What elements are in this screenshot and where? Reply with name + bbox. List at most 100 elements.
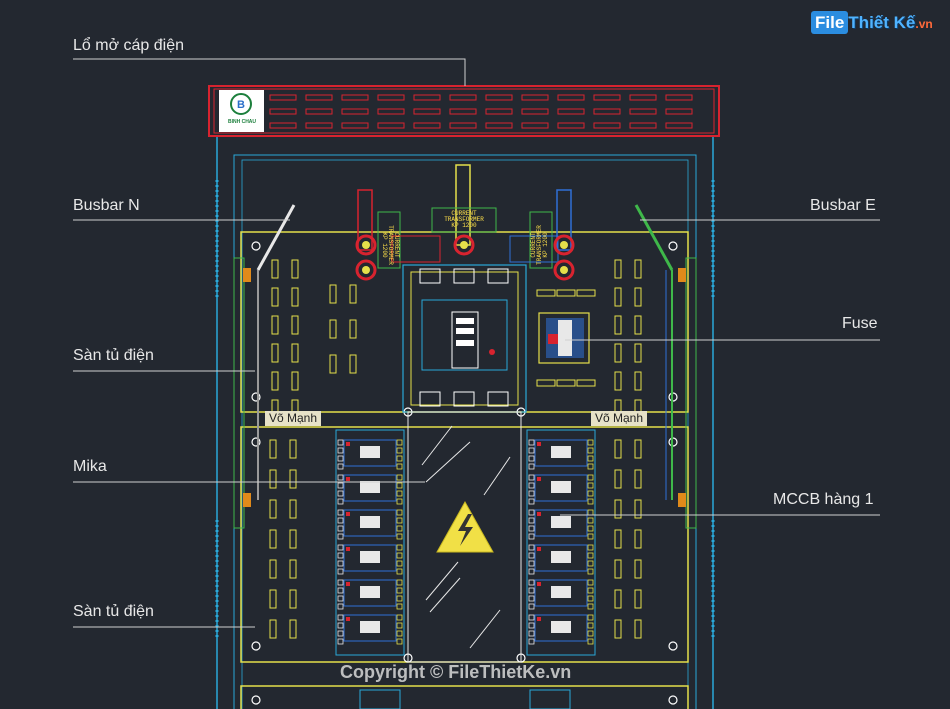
- mccb-terminal: [396, 595, 403, 602]
- mccb-indicator: [346, 512, 350, 516]
- mccb-indicator: [346, 547, 350, 551]
- mccb-terminal: [587, 638, 594, 645]
- mccb-terminal: [337, 552, 344, 559]
- mounting-hole: [668, 641, 678, 651]
- mccb-indicator: [537, 512, 541, 516]
- vent-slot: [593, 108, 621, 115]
- mccb-terminal: [528, 614, 535, 621]
- callout-panel-floor-2: Sàn tủ điện: [73, 603, 154, 620]
- mccb-terminal: [587, 498, 594, 505]
- slot: [269, 529, 277, 549]
- slot: [289, 589, 297, 609]
- mccb-terminal: [337, 439, 344, 446]
- slot: [349, 319, 357, 339]
- terminal-lugs: [355, 234, 575, 281]
- watermark-domain: .vn: [915, 17, 933, 31]
- slot: [291, 259, 299, 279]
- mccb-breaker: [343, 509, 397, 537]
- mccb-terminal: [528, 482, 535, 489]
- slot: [269, 589, 277, 609]
- mccb-terminal: [337, 579, 344, 586]
- mccb-terminal: [528, 447, 535, 454]
- mccb-terminal: [528, 622, 535, 629]
- mccb-terminal: [337, 455, 344, 462]
- slot: [289, 559, 297, 579]
- mounting-holes: [251, 241, 678, 705]
- mccb-terminal: [528, 603, 535, 610]
- vent-slot: [521, 122, 549, 129]
- mccb-handle: [360, 621, 380, 633]
- mccb-terminal: [337, 595, 344, 602]
- mccb-terminal: [587, 463, 594, 470]
- vent-slot: [629, 122, 657, 129]
- fuse-block: [538, 312, 590, 364]
- cabinet-inner-frame: [233, 154, 697, 709]
- mccb-terminal: [528, 630, 535, 637]
- vent-slot: [341, 122, 369, 129]
- mccb-terminal: [528, 533, 535, 540]
- mccb-terminal: [587, 544, 594, 551]
- vent-slot: [557, 108, 585, 115]
- mccb-terminal: [587, 474, 594, 481]
- mccb-indicator: [346, 477, 350, 481]
- mccb-terminal: [396, 474, 403, 481]
- mccb-terminal: [396, 490, 403, 497]
- slot: [576, 289, 596, 297]
- vent-slot: [449, 108, 477, 115]
- mccb-terminal: [337, 533, 344, 540]
- slot: [614, 499, 622, 519]
- vent-slot: [557, 122, 585, 129]
- mccb-terminal: [528, 638, 535, 645]
- mccb-breaker: [343, 579, 397, 607]
- ct-label-center: CURRENT TRANSFORMER KP 1200: [444, 210, 484, 229]
- mccb-terminal: [396, 587, 403, 594]
- mccb-indicator: [537, 547, 541, 551]
- mccb-terminal: [396, 560, 403, 567]
- vent-slot: [485, 108, 513, 115]
- copyright-watermark: Copyright © FileThietKe.vn: [340, 662, 572, 682]
- mccb-terminal: [337, 614, 344, 621]
- vent-slot: [377, 94, 405, 101]
- mounting-hole: [251, 241, 261, 251]
- mccb-terminal: [396, 533, 403, 540]
- slot: [614, 589, 622, 609]
- slot: [614, 343, 622, 363]
- vent-slot: [593, 94, 621, 101]
- shell-tag-right: Võ Mạnh: [591, 411, 648, 426]
- mccb-rail: [335, 429, 405, 656]
- slot: [634, 589, 642, 609]
- busbar-e: [634, 204, 674, 271]
- mccb-breaker: [343, 544, 397, 572]
- mccb-terminal: [337, 490, 344, 497]
- mccb-terminal: [587, 525, 594, 532]
- vent-slot: [629, 108, 657, 115]
- mccb-terminal: [587, 490, 594, 497]
- slot: [291, 287, 299, 307]
- mccb-terminal: [337, 568, 344, 575]
- vent-slot: [413, 122, 441, 129]
- callout-mika: Mika: [73, 458, 107, 475]
- vent-slot: [665, 94, 693, 101]
- watermark-file: File: [811, 11, 849, 34]
- slot: [271, 315, 279, 335]
- mounting-hole: [251, 392, 261, 402]
- mccb-handle: [360, 516, 380, 528]
- mccb-terminal: [396, 568, 403, 575]
- mccb-terminal: [396, 509, 403, 516]
- slot: [634, 315, 642, 335]
- slot: [349, 354, 357, 374]
- slot: [634, 439, 642, 459]
- mccb-terminal: [528, 560, 535, 567]
- mccb-breaker: [534, 439, 588, 467]
- slot: [536, 289, 556, 297]
- mccb-handle: [551, 551, 571, 563]
- ct-label-left: CURRENT TRANSFORMER KP 1200: [381, 225, 400, 265]
- mccb-terminal: [337, 622, 344, 629]
- mccb-terminal: [337, 630, 344, 637]
- slot: [614, 259, 622, 279]
- slot: [271, 371, 279, 391]
- current-transformer-right: [529, 211, 553, 269]
- slot: [289, 529, 297, 549]
- vent-slot: [665, 122, 693, 129]
